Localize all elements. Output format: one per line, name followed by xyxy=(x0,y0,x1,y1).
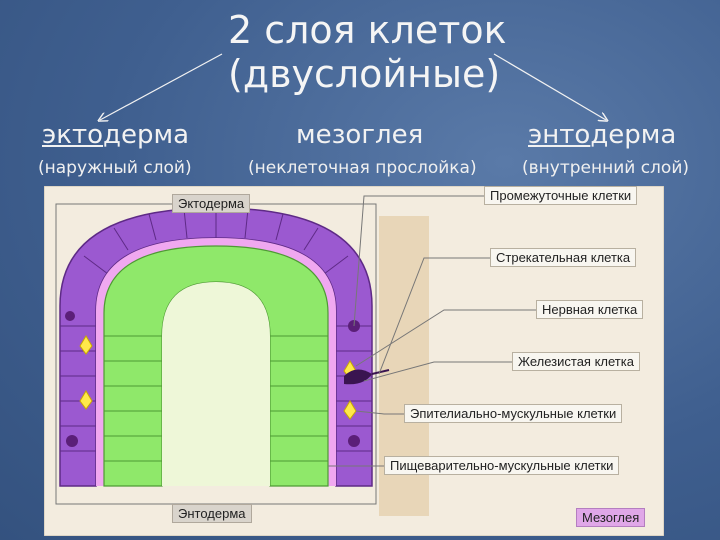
heading-ectoderm: эктодерма xyxy=(42,120,190,150)
callout-nerve: Нервная клетка xyxy=(536,300,644,319)
slide-title: 2 слоя клеток (двуслойные) xyxy=(228,8,507,96)
body-wall-figure: Эктодерма Энтодерма Мезоглея Промежуточн… xyxy=(44,186,664,536)
title-line-2: (двуслойные) xyxy=(228,52,501,96)
arrow-left xyxy=(100,53,223,120)
callout-gland: Железистая клетка xyxy=(512,352,640,371)
endoderm-cells xyxy=(104,335,328,462)
sub-endoderm: (внутренний слой) xyxy=(522,158,690,178)
callout-interstitial: Промежуточные клетки xyxy=(484,186,638,205)
callout-cnidocyte: Стрекательная клетка xyxy=(490,248,637,267)
ectoderm-cells xyxy=(60,208,372,452)
heading-endoderm: энтодерма xyxy=(528,120,677,150)
callout-digestive: Пищеварительно-мускульные клетки xyxy=(384,456,620,475)
label-ectoderm: Эктодерма xyxy=(172,194,251,213)
label-mesoglea: Мезоглея xyxy=(576,508,646,527)
callout-epitheliomuscular: Эпителиально-мускульные клетки xyxy=(404,404,623,423)
sub-ectoderm: (наружный слой) xyxy=(38,158,192,178)
arrow-right xyxy=(493,53,606,120)
sub-mesoglea: (неклеточная прослойка) xyxy=(248,158,477,178)
label-endoderm: Энтодерма xyxy=(172,504,252,523)
heading-mesoglea: мезоглея xyxy=(296,120,424,150)
mesoglea-layer xyxy=(96,238,336,486)
gastric-cavity xyxy=(162,282,270,486)
title-line-1: 2 слоя клеток xyxy=(228,8,507,52)
